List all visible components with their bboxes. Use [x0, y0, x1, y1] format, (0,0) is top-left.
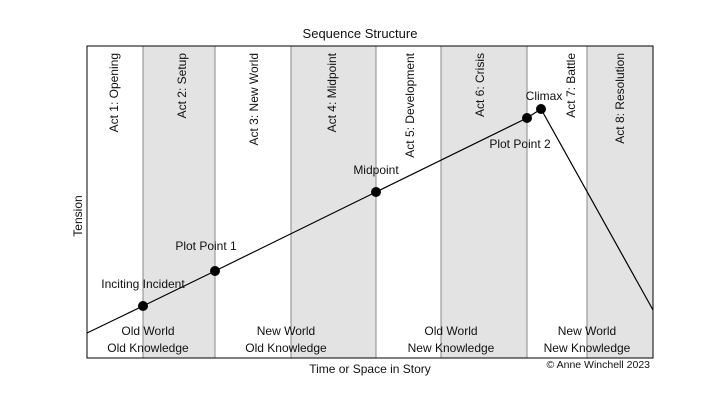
story-point-label: Midpoint	[353, 163, 399, 177]
y-axis-label: Tension	[71, 195, 85, 237]
quadrant-world-label: Old World	[121, 324, 174, 338]
story-point-marker	[138, 301, 148, 311]
act-label: Act 7: Battle	[564, 53, 578, 118]
quadrant-knowledge-label: Old Knowledge	[107, 341, 189, 355]
act-band	[143, 46, 215, 358]
quadrant-world-label: New World	[257, 324, 315, 338]
story-point-marker	[210, 266, 220, 276]
quadrant-knowledge-label: Old Knowledge	[245, 341, 327, 355]
story-point-marker	[536, 104, 546, 114]
act-band	[291, 46, 376, 358]
quadrant-knowledge-label: New Knowledge	[544, 341, 631, 355]
x-axis-label: Time or Space in Story	[309, 362, 431, 376]
act-label: Act 4: Midpoint	[325, 52, 339, 132]
act-band	[441, 46, 527, 358]
story-point-marker	[371, 187, 381, 197]
quadrant-knowledge-label: New Knowledge	[408, 341, 495, 355]
act-label: Act 6: Crisis	[473, 53, 487, 117]
story-point-label: Inciting Incident	[101, 277, 185, 291]
story-point-label: Climax	[526, 89, 563, 103]
quadrant-world-label: Old World	[424, 324, 477, 338]
diagram-title: Sequence Structure	[302, 26, 418, 41]
act-label: Act 2: Setup	[175, 53, 189, 119]
copyright-notice: © Anne Winchell 2023	[546, 359, 650, 371]
act-label: Act 5: Development	[403, 52, 417, 157]
act-band	[587, 46, 653, 358]
quadrant-world-label: New World	[558, 324, 616, 338]
act-label: Act 3: New World	[247, 53, 261, 145]
story-point-marker	[522, 113, 532, 123]
act-label: Act 8: Resolution	[613, 53, 627, 144]
act-label: Act 1: Opening	[107, 53, 121, 132]
story-point-label: Plot Point 1	[175, 239, 237, 253]
diagram-frame	[86, 45, 654, 359]
story-point-label: Plot Point 2	[489, 137, 551, 151]
